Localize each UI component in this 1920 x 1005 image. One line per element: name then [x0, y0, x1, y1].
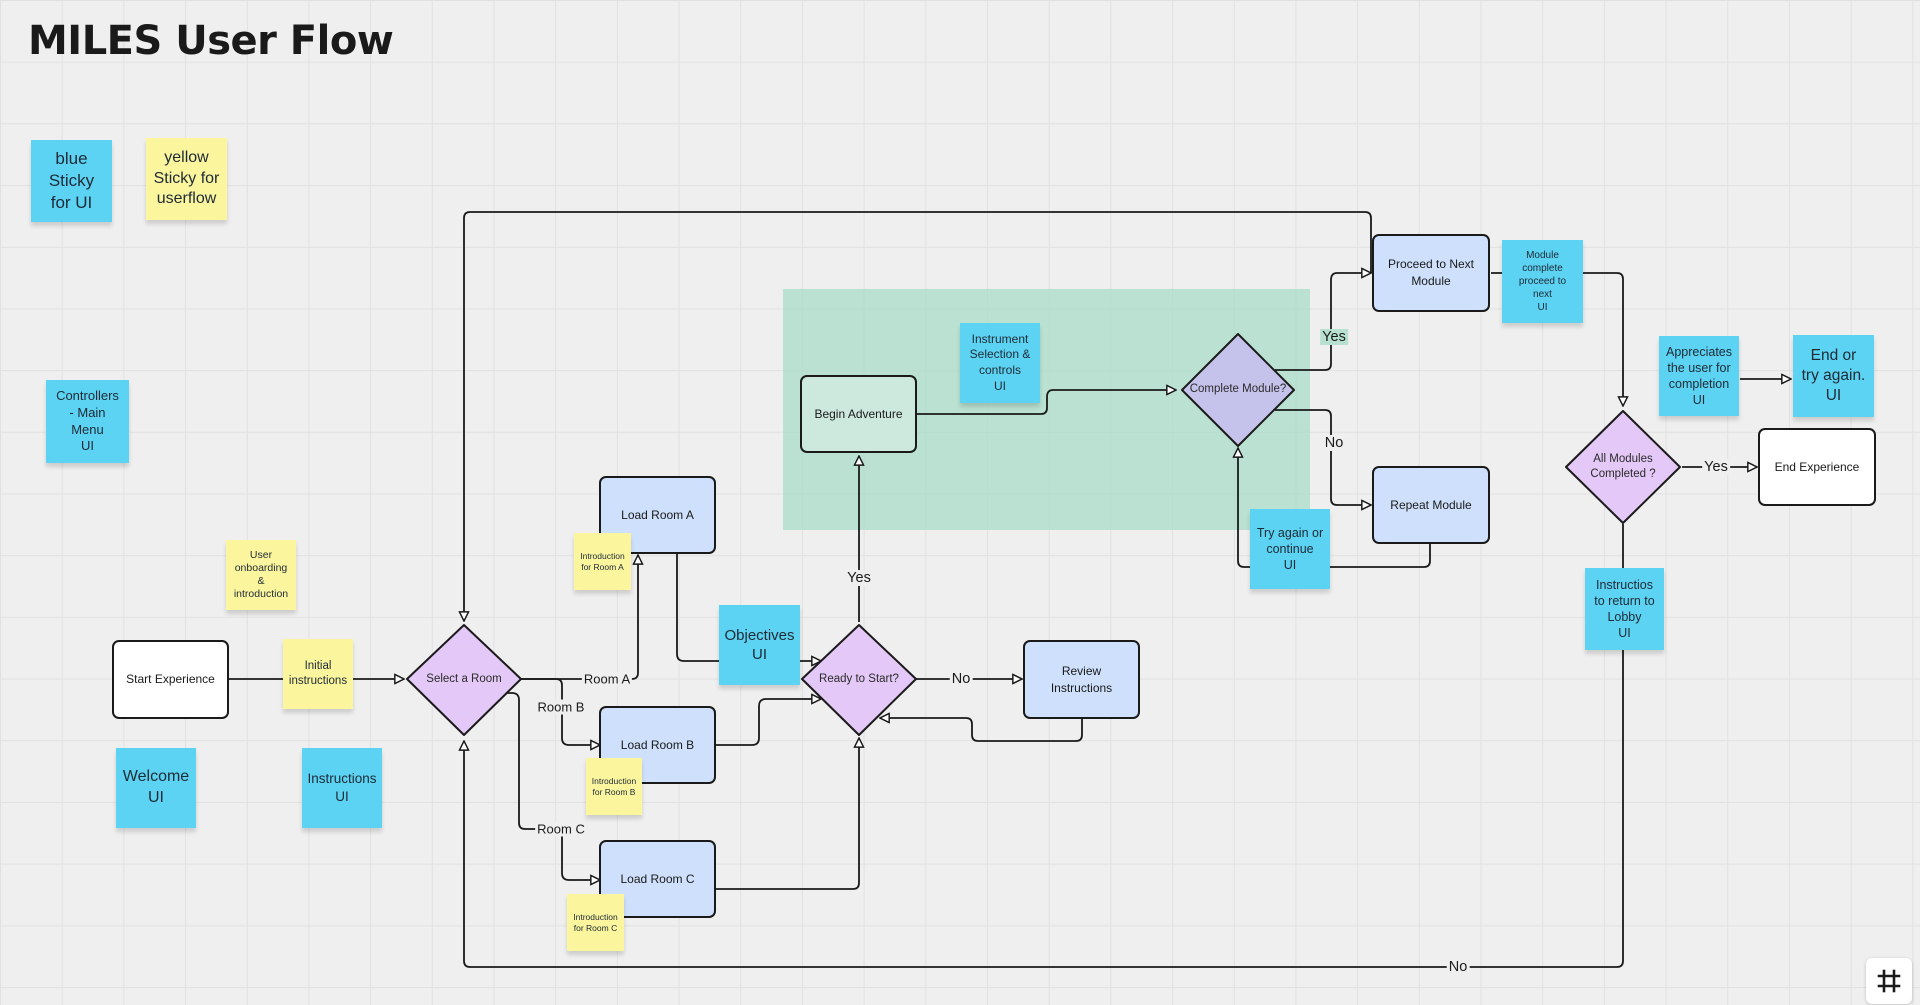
- edge-label-ready-no: No: [949, 671, 973, 687]
- review-instructions-node[interactable]: Review Instructions: [1023, 640, 1140, 719]
- instructions-ui-sticky[interactable]: Instructions UI: [302, 748, 382, 828]
- legend-yellow-sticky[interactable]: yellow Sticky for userflow: [146, 138, 227, 220]
- edge-label-room-c: Room C: [535, 821, 587, 837]
- edge-label-ready-yes: Yes: [845, 570, 873, 586]
- end-or-try-again-sticky[interactable]: End or try again. UI: [1793, 335, 1874, 417]
- complete-module-label: Complete Module?: [1189, 382, 1287, 395]
- legend-blue-sticky[interactable]: blue Sticky for UI: [31, 140, 112, 222]
- ready-to-start-diamond[interactable]: [801, 624, 917, 736]
- intro-room-a-sticky[interactable]: Introduction for Room A: [574, 533, 631, 590]
- module-complete-sticky[interactable]: Module complete proceed to next UI: [1502, 240, 1583, 323]
- edge-label-all-yes: Yes: [1702, 459, 1730, 475]
- all-modules-diamond[interactable]: [1565, 410, 1681, 524]
- end-experience-node[interactable]: End Experience: [1758, 428, 1876, 506]
- repeat-module-node[interactable]: Repeat Module: [1372, 466, 1490, 544]
- frame-icon: [1877, 969, 1901, 993]
- page-title: MILES User Flow: [28, 18, 394, 64]
- edge-label-complete-yes: Yes: [1320, 329, 1348, 345]
- proceed-next-module-node[interactable]: Proceed to Next Module: [1372, 234, 1490, 312]
- try-again-continue-sticky[interactable]: Try again or continue UI: [1250, 509, 1330, 589]
- controllers-main-menu-sticky[interactable]: Controllers - Main Menu UI: [46, 380, 129, 463]
- instrument-selection-sticky[interactable]: Instrument Selection & controls UI: [960, 323, 1040, 403]
- edge-label-complete-no: No: [1322, 435, 1346, 451]
- begin-adventure-node[interactable]: Begin Adventure: [800, 375, 917, 453]
- load-room-b-node[interactable]: Load Room B: [599, 706, 716, 784]
- frame-button[interactable]: [1866, 958, 1912, 1004]
- edge-label-room-b: Room B: [535, 699, 587, 715]
- all-modules-label: All Modules Completed ?: [1590, 453, 1656, 480]
- initial-instructions-sticky[interactable]: Initial instructions: [283, 639, 353, 709]
- select-room-diamond[interactable]: [406, 624, 522, 736]
- intro-room-c-sticky[interactable]: Introduction for Room C: [567, 894, 624, 951]
- start-experience-node[interactable]: Start Experience: [112, 640, 229, 719]
- appreciates-user-sticky[interactable]: Appreciates the user for completion UI: [1659, 336, 1739, 416]
- return-to-lobby-sticky[interactable]: Instructios to return to Lobby UI: [1585, 568, 1664, 650]
- ready-to-start-label: Ready to Start?: [819, 672, 899, 685]
- welcome-ui-sticky[interactable]: Welcome UI: [116, 748, 196, 828]
- objectives-ui-sticky[interactable]: Objectives UI: [719, 605, 800, 685]
- select-room-label: Select a Room: [426, 672, 502, 685]
- edge-label-all-no: No: [1446, 959, 1470, 975]
- intro-room-b-sticky[interactable]: Introduction for Room B: [586, 758, 642, 815]
- edge-label-room-a: Room A: [581, 671, 633, 687]
- user-onboarding-sticky[interactable]: User onboarding & introduction: [226, 540, 296, 610]
- complete-module-diamond[interactable]: [1181, 333, 1295, 447]
